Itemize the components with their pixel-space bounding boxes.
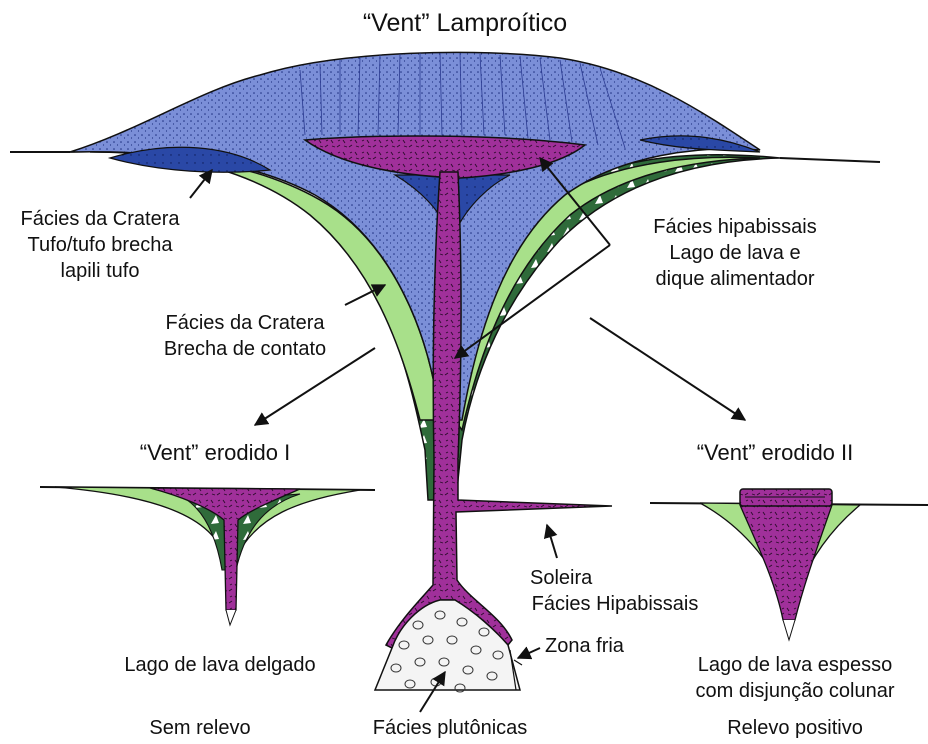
arrow-sill [547, 525, 557, 558]
eroded-1-title: “Vent” erodido I [95, 440, 335, 466]
arrow-to-eroded-2 [590, 318, 745, 420]
label-contact-breccia-line1: Fácies da Cratera [135, 310, 355, 336]
label-plutonic: Fácies plutônicas [330, 715, 570, 741]
label-crater-tuff-line2: Tufo/tufo brecha [0, 232, 200, 258]
eroded-2-title: “Vent” erodido II [655, 440, 895, 466]
label-crater-tuff-line3: lapili tufo [0, 258, 200, 284]
arrow-cold-zone [518, 648, 540, 658]
label-sill-line2: Fácies Hipabissais [490, 591, 740, 617]
label-hypabyssal: Fácies hipabissais Lago de lava e dique … [615, 214, 855, 292]
label-contact-breccia-line2: Brecha de contato [135, 336, 355, 362]
label-hypabyssal-line1: Fácies hipabissais [615, 214, 855, 240]
eroded-2-caption: Lago de lava espesso com disjunção colun… [665, 652, 925, 704]
arrow-crater-tuff [190, 170, 212, 198]
diagram-title: “Vent” Lamproítico [290, 10, 640, 36]
label-hypabyssal-line2: Lago de lava e [615, 240, 855, 266]
label-hypabyssal-line3: dique alimentador [615, 266, 855, 292]
eroded-2-caption-line1: Lago de lava espesso [665, 652, 925, 678]
label-sill-line1: Soleira [490, 565, 740, 591]
label-contact-breccia: Fácies da Cratera Brecha de contato [135, 310, 355, 362]
eroded-2-caption-line2: com disjunção colunar [665, 678, 925, 704]
eroded-1-caption: Lago de lava delgado [60, 652, 380, 678]
eroded-1-relief: Sem relevo [80, 715, 320, 741]
label-crater-tuff: Fácies da Cratera Tufo/tufo brecha lapil… [0, 206, 200, 284]
label-crater-tuff-line1: Fácies da Cratera [0, 206, 200, 232]
label-cold-zone: Zona fria [545, 633, 624, 659]
eroded-2-relief: Relevo positivo [675, 715, 915, 741]
eroded-2-lava [740, 505, 832, 620]
label-sill: Soleira Fácies Hipabissais [490, 565, 740, 617]
